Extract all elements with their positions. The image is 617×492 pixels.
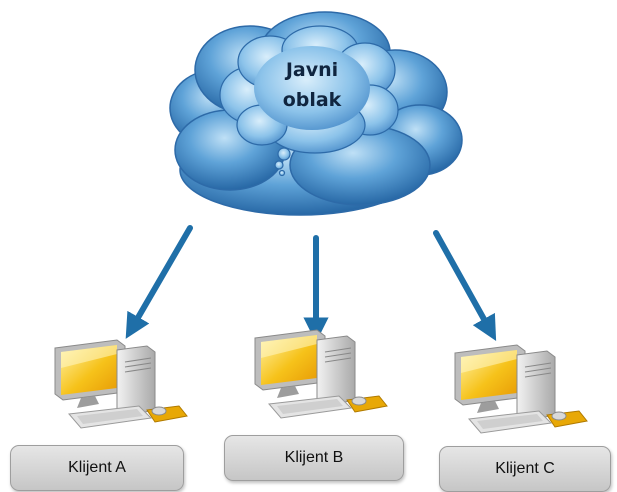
arrow-icon — [433, 230, 497, 342]
client-c-label: Klijent C — [439, 446, 611, 492]
client-a-label: Klijent A — [10, 445, 184, 491]
computer-icon — [254, 329, 388, 419]
computer-icon — [454, 344, 588, 434]
cloud-label: Javni oblak — [262, 58, 362, 112]
cloud-label-line1: Javni — [285, 59, 339, 81]
thought-bubble-icon — [219, 25, 399, 177]
cloud-label-line2: oblak — [282, 89, 342, 111]
arrow-icon — [125, 225, 193, 339]
computer-icon — [54, 339, 188, 429]
client-b-label: Klijent B — [224, 435, 404, 481]
arrows — [125, 225, 497, 343]
public-cloud — [169, 11, 463, 216]
